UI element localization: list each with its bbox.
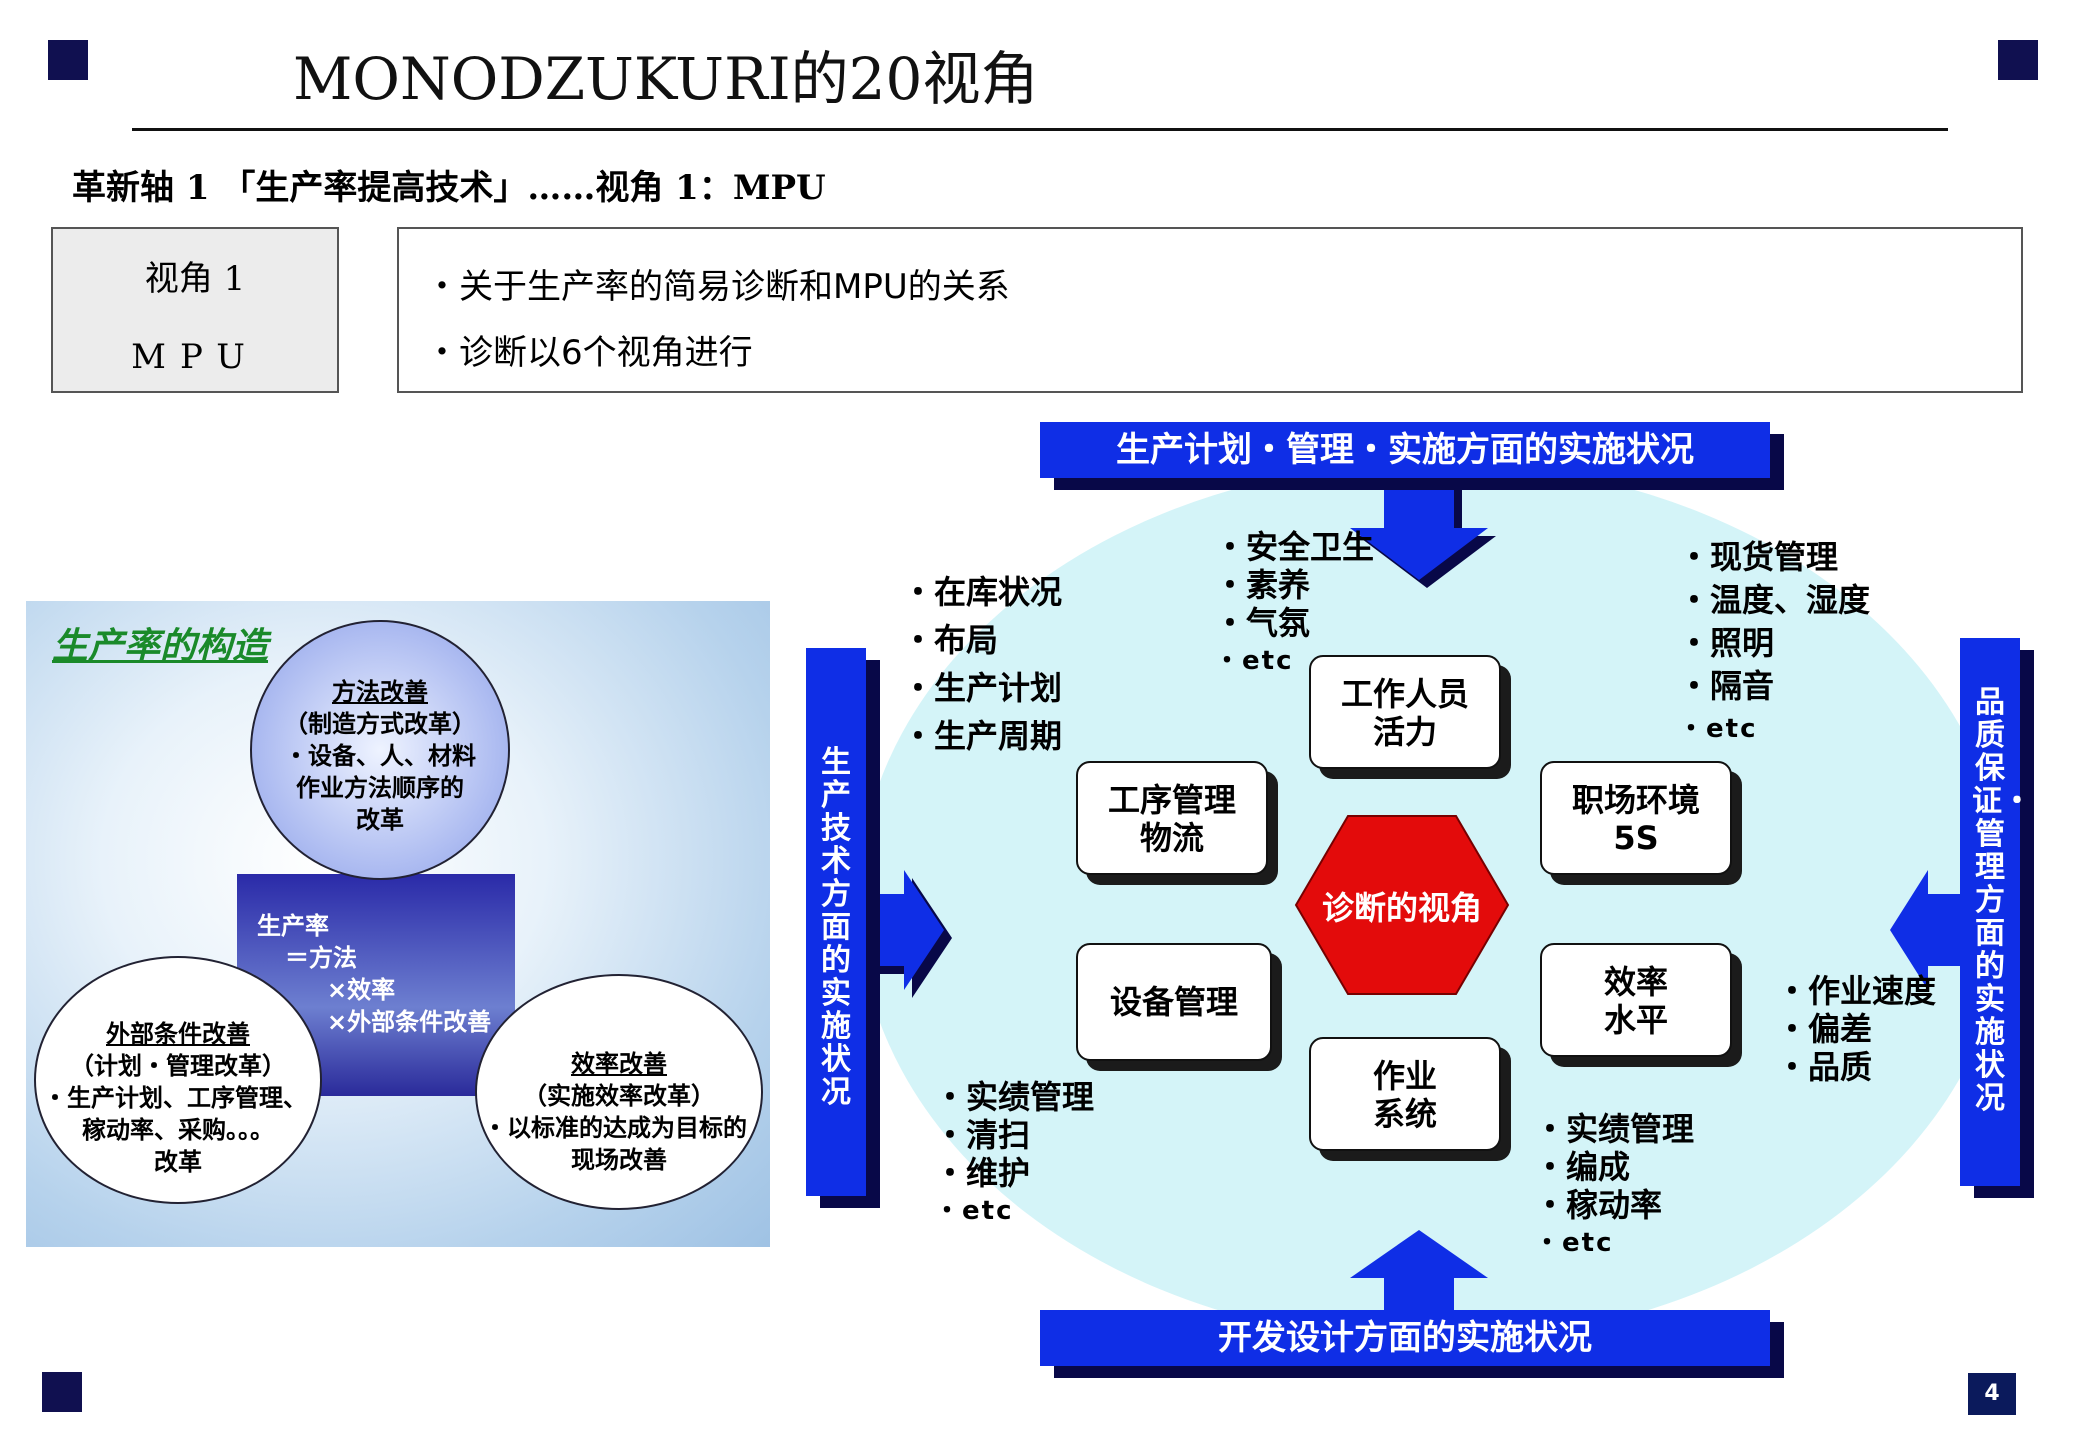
external-line-4: 改革 [154, 1148, 202, 1176]
node-equipment: 设备管理 [1076, 943, 1272, 1061]
page-title: MONODZUKURI的20视角 [293, 45, 1039, 113]
node-operation-line1: 作业 [1372, 1057, 1437, 1095]
method-heading: 方法改善 [332, 678, 428, 706]
list-item: ・照明 [1678, 624, 1775, 662]
view-box-line2: MPU [131, 337, 259, 377]
list-topleft-inventory: ・在库状况 ・布局 ・生产计划 ・生产周期 [902, 568, 1062, 760]
list-right-speed: ・作业速度 ・偏差 ・品质 [1776, 972, 1936, 1086]
description-box: ・关于生产率的简易诊断和MPU的关系 ・诊断以6个视角进行 [397, 227, 2023, 393]
list-item: ・气氛 [1214, 604, 1311, 642]
node-process-line1: 工序管理 [1107, 781, 1236, 819]
formula-line-4: ×外部条件改善 [327, 1008, 492, 1036]
node-equipment-label: 设备管理 [1109, 983, 1238, 1021]
efficiency-heading: 效率改善 [571, 1050, 667, 1078]
list-item: ・布局 [902, 621, 999, 659]
external-condition-circle: 外部条件改善 （计划・管理改革） ・生产计划、工序管理、 稼动率、采购。。。 改… [34, 956, 322, 1204]
list-item: ・稼动率 [1534, 1186, 1663, 1224]
right-banner-label: 品质保证・管理方面的实施状况 [1972, 685, 2032, 1116]
left-banner: 生产技术方面的实施状况 [806, 648, 866, 1196]
external-line-1: （计划・管理改革） [70, 1052, 286, 1080]
list-item: ・维护 [934, 1154, 1031, 1192]
external-heading: 外部条件改善 [106, 1020, 250, 1048]
list-item: ・在库状况 [902, 573, 1063, 611]
list-item: ・实绩管理 [1534, 1110, 1695, 1148]
list-item: ・etc [1678, 714, 1758, 744]
top-banner: 生产计划・管理・实施方面的实施状况 [1040, 422, 1770, 478]
list-item: ・隔音 [1678, 667, 1775, 705]
center-label: 诊断的视角 [1321, 889, 1482, 927]
external-line-3: 稼动率、采购。。。 [82, 1116, 274, 1144]
list-item: ・etc [1214, 646, 1294, 676]
node-process-logistics: 工序管理 物流 [1076, 761, 1268, 875]
corner-square-bottom-left [42, 1372, 82, 1412]
node-worker-vitality: 工作人员 活力 [1309, 655, 1501, 769]
right-banner: 品质保证・管理方面的实施状况 [1960, 638, 2032, 1186]
bottom-arrow [1350, 1230, 1488, 1310]
method-line-2: ・设备、人、材料 [284, 742, 476, 770]
list-item: ・实绩管理 [934, 1078, 1095, 1116]
node-workplace-5s: 职场环境 5S [1540, 761, 1732, 875]
formula-line-3: ×效率 [327, 976, 396, 1004]
method-line-3: 作业方法顺序的 [296, 774, 464, 802]
top-arrow [1350, 470, 1496, 588]
method-improvement-circle: 方法改善 （制造方式改革） ・设备、人、材料 作业方法顺序的 改革 [250, 620, 510, 880]
description-item-1: ・关于生产率的简易诊断和MPU的关系 [425, 267, 1010, 307]
list-top-safety: ・安全卫生 ・素养 ・气氛 ・etc [1214, 528, 1374, 680]
left-banner-label: 生产技术方面的实施状况 [821, 745, 851, 1110]
node-efficiency-line2: 水平 [1603, 1001, 1668, 1039]
description-item-2: ・诊断以6个视角进行 [425, 333, 753, 373]
method-line-4: 改革 [356, 806, 404, 834]
list-item: ・编成 [1534, 1148, 1631, 1186]
node-process-line2: 物流 [1139, 819, 1204, 857]
node-worker-line2: 活力 [1372, 713, 1437, 751]
formula-line-1: 生产率 [257, 912, 329, 940]
left-arrow [870, 870, 952, 998]
list-item: ・素养 [1214, 566, 1311, 604]
corner-square-top-right [1998, 40, 2038, 80]
node-workplace-line2: 5S [1613, 819, 1659, 857]
list-item: ・生产计划 [902, 669, 1063, 707]
list-bottomleft-performance: ・实绩管理 ・清扫 ・维护 ・etc [934, 1078, 1094, 1230]
list-item: ・作业速度 [1776, 972, 1937, 1010]
list-bottomright-performance: ・实绩管理 ・编成 ・稼动率 ・etc [1534, 1110, 1694, 1262]
list-item: ・偏差 [1776, 1010, 1873, 1048]
efficiency-line-2: ・以标准的达成为目标的 [483, 1114, 747, 1142]
corner-square-top-left [48, 40, 88, 80]
external-line-2: ・生产计划、工序管理、 [43, 1084, 307, 1112]
method-line-1: （制造方式改革） [284, 710, 476, 738]
page-number: 4 [1968, 1373, 2016, 1415]
panel-title: 生产率的构造 [52, 626, 269, 667]
efficiency-improvement-circle: 效率改善 （实施效率改革） ・以标准的达成为目标的 现场改善 [475, 974, 763, 1210]
formula-line-2: ＝方法 [285, 944, 357, 972]
node-efficiency-line1: 效率 [1603, 963, 1668, 1001]
list-item: ・安全卫生 [1214, 528, 1375, 566]
page-subtitle: 革新轴 1 「生产率提高技术」……视角 1：MPU [72, 168, 826, 208]
view-box-line1: 视角 1 [144, 259, 246, 299]
node-operation-system: 作业 系统 [1309, 1037, 1501, 1151]
node-operation-line2: 系统 [1372, 1095, 1437, 1133]
center-hexagon [1294, 815, 1510, 995]
list-item: ・品质 [1776, 1048, 1873, 1086]
list-item: ・etc [1534, 1228, 1614, 1258]
list-item: ・现货管理 [1678, 538, 1839, 576]
efficiency-line-1: （实施效率改革） [523, 1082, 715, 1110]
view-box: 视角 1 MPU [51, 227, 339, 393]
node-workplace-line1: 职场环境 [1571, 781, 1700, 819]
title-rule [132, 128, 1948, 131]
right-arrow [1890, 870, 1960, 990]
list-item: ・温度、湿度 [1678, 581, 1871, 619]
list-item: ・etc [934, 1196, 1014, 1226]
bottom-banner: 开发设计方面的实施状况 [1040, 1310, 1770, 1366]
list-item: ・清扫 [934, 1116, 1031, 1154]
list-topright-spot: ・现货管理 ・温度、湿度 ・照明 ・隔音 ・etc [1678, 536, 1870, 751]
list-item: ・生产周期 [902, 717, 1063, 755]
node-efficiency-level: 效率 水平 [1540, 943, 1732, 1057]
node-worker-line1: 工作人员 [1340, 675, 1469, 713]
efficiency-line-3: 现场改善 [571, 1146, 667, 1174]
